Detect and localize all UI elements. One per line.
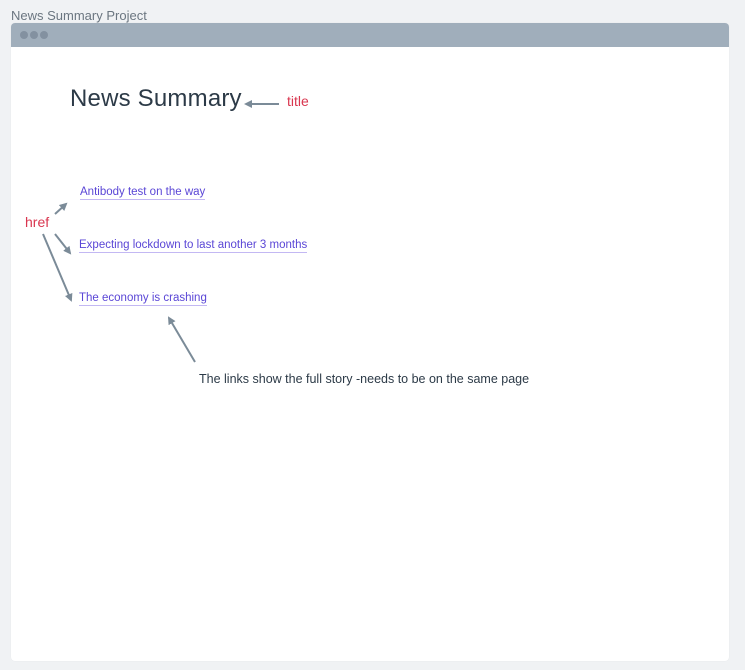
annotation-title-label: title (287, 93, 309, 109)
annotation-note: The links show the full story -needs to … (199, 372, 530, 386)
news-link-antibody[interactable]: Antibody test on the way (80, 186, 206, 200)
arrow-to-link-1 (54, 202, 68, 215)
arrow-to-link-3 (42, 233, 73, 302)
window-control-dot-maximize[interactable] (40, 31, 48, 39)
annotation-href-label: href (25, 214, 50, 230)
window-control-dot-minimize[interactable] (30, 31, 38, 39)
window-control-dot-close[interactable] (20, 31, 28, 39)
browser-title-bar (11, 23, 729, 47)
browser-window: News Summary (11, 23, 729, 661)
page-heading: News Summary (70, 85, 242, 112)
arrow-to-link-2 (54, 233, 72, 255)
news-link-lockdown[interactable]: Expecting lockdown to last another 3 mon… (79, 239, 308, 253)
project-title: News Summary Project (11, 8, 147, 23)
arrow-to-links-note (167, 316, 196, 363)
news-link-economy[interactable]: The economy is crashing (79, 292, 207, 306)
